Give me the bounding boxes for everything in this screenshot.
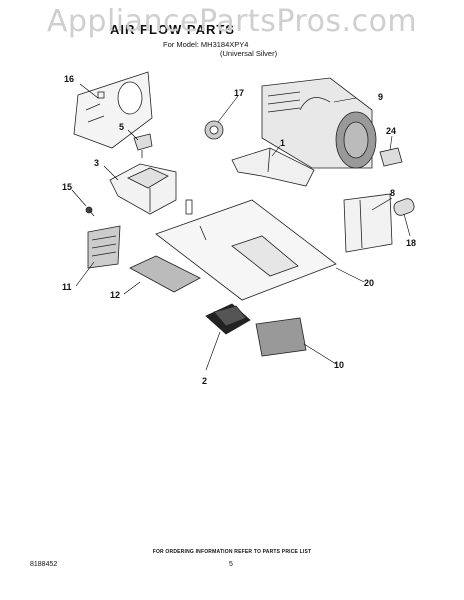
callout-5: 5 [119, 122, 125, 132]
part-12-charcoal-filter [129, 255, 201, 293]
part-20-air-plate [155, 199, 337, 301]
part-5-bracket [133, 133, 153, 158]
callout-16: 16 [64, 74, 75, 84]
model-line: For Model: MH3184XPY4 [163, 40, 249, 49]
part-2-vent-door [205, 303, 251, 335]
callout-9: 9 [378, 92, 384, 102]
ordering-note: FOR ORDERING INFORMATION REFER TO PARTS … [152, 549, 312, 555]
part-11-grille [87, 225, 121, 269]
callout-15: 15 [62, 182, 73, 192]
callout-11: 11 [62, 282, 72, 292]
callout-3: 3 [94, 158, 100, 168]
part-10-grease-filter [255, 317, 307, 357]
model-info: For Model: MH3184XPY4 (Universal Silver) [163, 40, 277, 58]
page-title: AIR FLOW PARTS [110, 22, 235, 37]
part-8-side-plate [343, 193, 393, 253]
callout-1: 1 [280, 138, 286, 148]
part-1-channel [231, 147, 315, 187]
callout-20: 20 [364, 278, 375, 288]
part-17-damper [204, 120, 224, 140]
callout-18: 18 [406, 238, 417, 248]
callout-10: 10 [334, 360, 345, 370]
leader-lines [71, 83, 411, 371]
callout-24: 24 [386, 126, 397, 136]
part-3-air-guide [109, 163, 177, 215]
finish-line: (Universal Silver) [220, 49, 278, 58]
part-24-clip [379, 147, 403, 167]
part-15-screw [85, 206, 95, 217]
watermark: AppliancePartsPros.com [46, 4, 418, 39]
part-9-blower-assembly [261, 77, 377, 169]
callout-8: 8 [390, 188, 396, 198]
part-16-mounting-plate [73, 71, 153, 149]
callout-12: 12 [110, 290, 121, 300]
page-number: 5 [229, 561, 233, 568]
document-number: 8188452 [30, 561, 58, 568]
callout-17: 17 [234, 88, 245, 98]
callout-2: 2 [202, 376, 208, 386]
part-18-capacitor [393, 198, 415, 216]
